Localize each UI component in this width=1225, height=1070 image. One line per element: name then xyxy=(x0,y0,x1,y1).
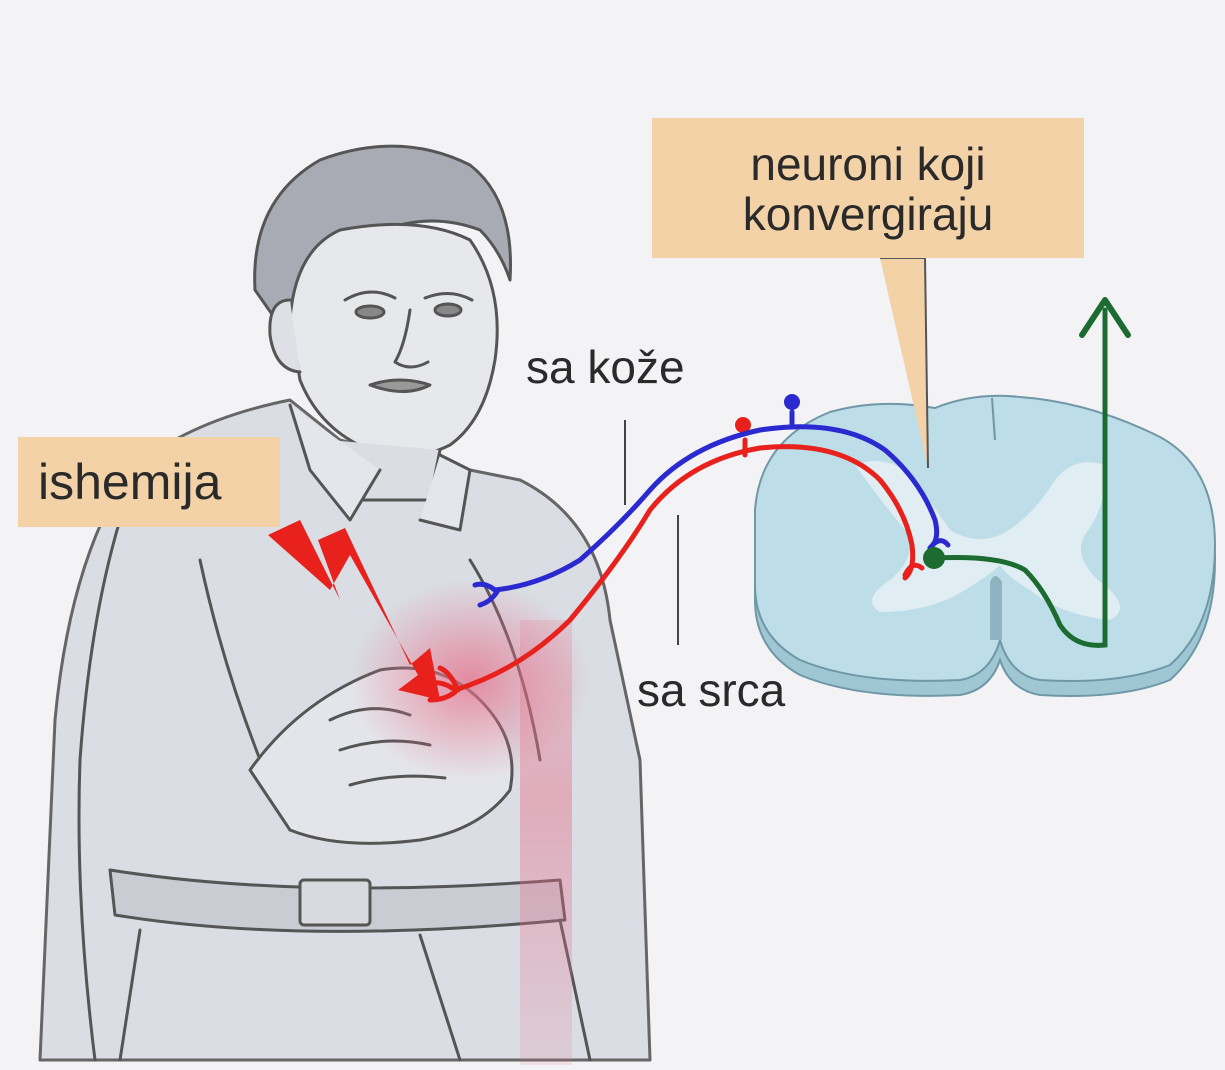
converging-neurons-line1: neuroni koji xyxy=(652,140,1084,190)
spinal-cord xyxy=(755,396,1215,696)
from-heart-label: sa srca xyxy=(637,663,785,717)
ischemia-label: ishemija xyxy=(18,437,280,527)
converging-neuron-soma xyxy=(923,547,945,569)
from-skin-label: sa kože xyxy=(526,340,685,394)
ischemia-label-text: ishemija xyxy=(38,455,221,509)
skin-fiber-ganglion xyxy=(784,394,800,410)
ischemia-glow xyxy=(350,580,590,780)
converging-neurons-label: neuroni koji konvergiraju xyxy=(652,118,1084,258)
converging-neurons-line2: konvergiraju xyxy=(652,190,1084,240)
